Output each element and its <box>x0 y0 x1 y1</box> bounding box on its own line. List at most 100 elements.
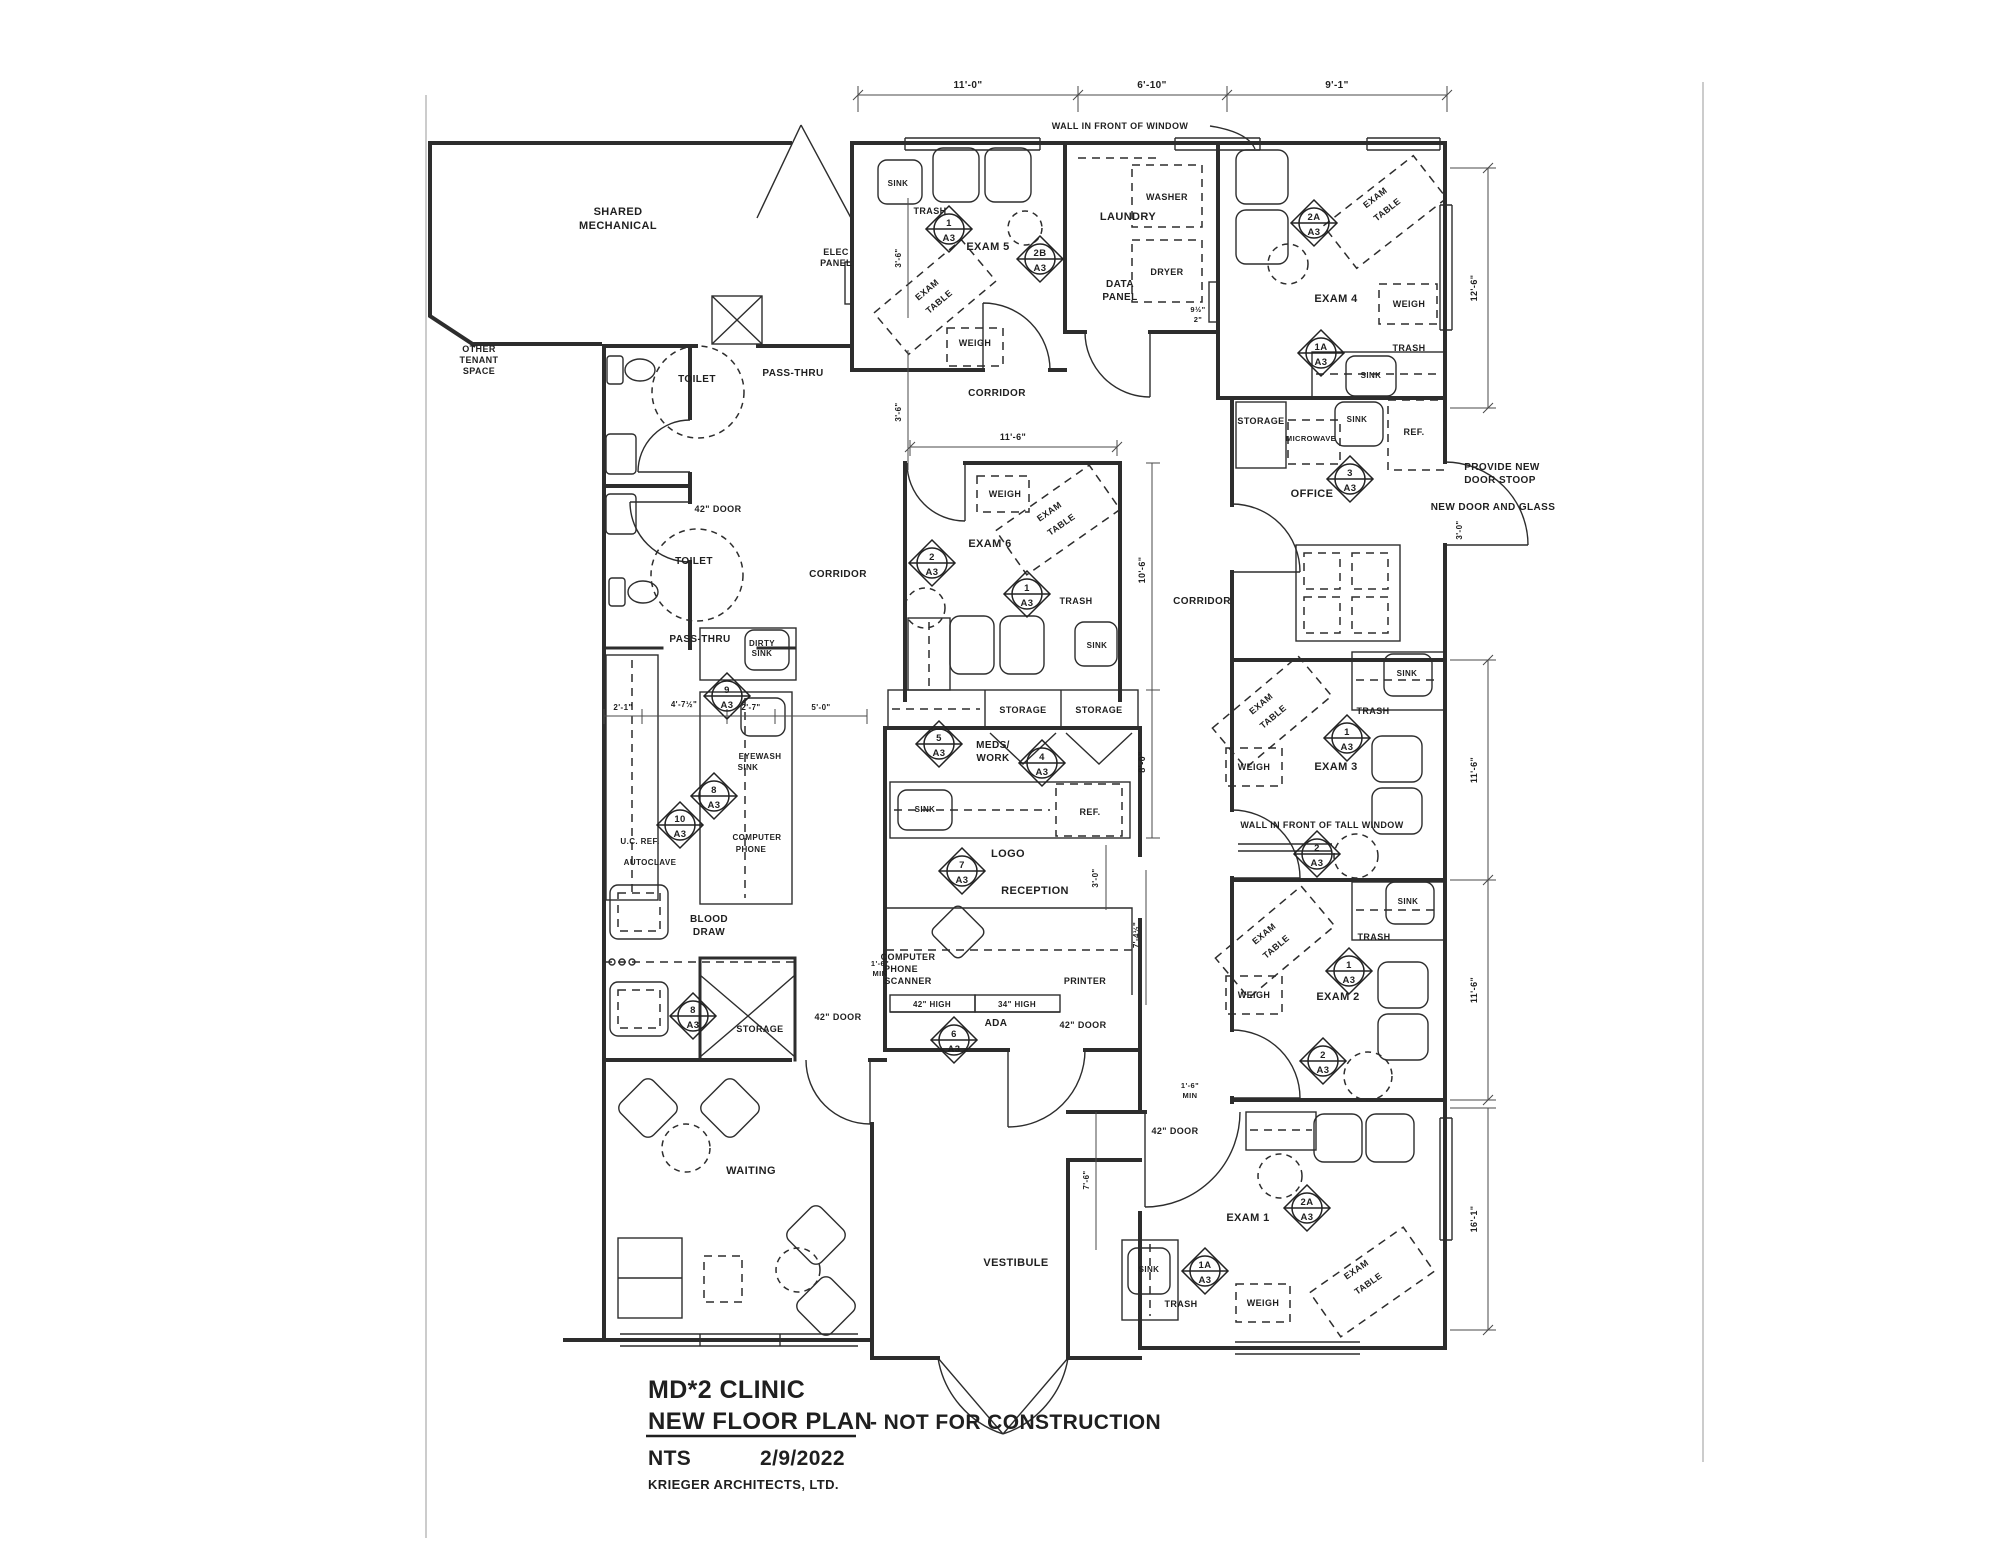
dim-label: 3'-6" <box>894 248 903 267</box>
fixture-label-trash: TRASH <box>914 206 947 216</box>
fixture-label-sink: SINK <box>1361 371 1382 380</box>
dim-label: 9'-1" <box>1325 80 1349 91</box>
dim-label-min-clearance: 1'-6" <box>1181 1081 1199 1090</box>
refrigerator <box>1055 783 1123 837</box>
storage-bifold-doors <box>699 974 796 1058</box>
room-label-office: OFFICE <box>1291 488 1334 500</box>
fixture-label-dryer: DRYER <box>1150 267 1183 277</box>
dim-label: 12'-6" <box>1469 275 1479 302</box>
detail-marker-number: 7 <box>959 860 965 871</box>
fixture-label-ref: REF. <box>1079 807 1100 817</box>
detail-marker-number: 1A <box>1199 1260 1212 1271</box>
detail-marker-number: 1 <box>1346 960 1352 971</box>
detail-marker-sheet: A3 <box>708 800 721 811</box>
room-label-exam-1: EXAM 1 <box>1226 1212 1269 1224</box>
sink <box>1345 355 1397 397</box>
room-label-shared-mechanical: SHARED <box>594 206 643 218</box>
sink <box>877 159 923 205</box>
chair <box>999 615 1045 675</box>
detail-marker-sheet: A3 <box>1301 1212 1314 1223</box>
fixture-label-trash: TRASH <box>1393 343 1426 353</box>
dim-label: 3'-6" <box>894 402 903 421</box>
detail-marker: 2A3 <box>1298 1036 1348 1086</box>
sink <box>1334 401 1384 447</box>
dim-label: 10'-6" <box>1137 557 1147 584</box>
detail-marker-sheet: A3 <box>948 1044 961 1055</box>
chair <box>1377 961 1429 1009</box>
chair <box>932 147 980 203</box>
fixture-label-trash: TRASH <box>1060 596 1093 606</box>
detail-marker: 1A3 <box>1322 713 1372 763</box>
detail-marker-number: 9 <box>724 685 730 696</box>
detail-marker: 5A3 <box>914 719 964 769</box>
blood-draw-chair <box>609 884 669 940</box>
lavatory <box>605 433 637 475</box>
detail-marker-sheet: A3 <box>943 233 956 244</box>
room-label-exam-3: EXAM 3 <box>1314 761 1357 773</box>
room-label-corridor: CORRIDOR <box>809 569 867 580</box>
dim-label: 5'-0" <box>811 703 830 712</box>
weigh-scale <box>1235 1283 1291 1323</box>
dim-label: 2'-7" <box>741 703 760 712</box>
room-label-vestibule: VESTIBULE <box>983 1257 1048 1269</box>
room-label-corridor: CORRIDOR <box>968 388 1026 399</box>
chair <box>1371 735 1423 783</box>
detail-marker-sheet: A3 <box>1315 357 1328 368</box>
detail-marker-number: 1 <box>946 218 952 229</box>
room-label-waiting: WAITING <box>726 1165 776 1177</box>
detail-marker: 7A3 <box>937 846 987 896</box>
scan-border <box>425 82 1704 1538</box>
exam-table <box>1308 1226 1436 1338</box>
fixture-label-computer-phone: PHONE <box>736 845 767 854</box>
room-label-toilet-1: TOILET <box>678 374 716 385</box>
detail-marker-sheet: A3 <box>721 700 734 711</box>
detail-marker-number: 6 <box>951 1029 957 1040</box>
room-label-blood-draw: DRAW <box>693 927 725 938</box>
detail-marker: 2A3 <box>907 538 957 588</box>
note-42in-door: 42" DOOR <box>695 504 742 514</box>
title-drawing: NEW FLOOR PLAN <box>648 1408 872 1435</box>
dim-label-min-clearance: MIN <box>873 969 888 978</box>
dim-label: 11'-6" <box>1469 757 1479 783</box>
detail-marker-number: 8 <box>711 785 717 796</box>
office-table <box>1295 544 1401 642</box>
detail-marker: 1A3 <box>1324 946 1374 996</box>
dim-label: 9½" <box>1190 305 1205 314</box>
lounge-chair <box>618 1078 678 1138</box>
title-project: MD*2 CLINIC <box>648 1376 805 1404</box>
washer <box>1131 164 1203 228</box>
chair <box>1235 209 1289 265</box>
walls-layer <box>428 141 1447 1360</box>
detail-marker-sheet: A3 <box>1311 858 1324 869</box>
note-pass-thru: PASS-THRU <box>762 368 823 379</box>
fixture-label-storage: STORAGE <box>736 1024 783 1034</box>
note-provide-new-door-stoop: DOOR STOOP <box>1464 475 1536 486</box>
detail-marker: 8A3 <box>689 771 739 821</box>
chair <box>1377 1013 1429 1061</box>
fixture-label-data-panel: DATA <box>1106 279 1134 290</box>
detail-marker: 6A3 <box>929 1015 979 1065</box>
room-label-laundry: LAUNDRY <box>1100 211 1156 223</box>
refrigerator <box>1387 399 1445 471</box>
note-42in-high: 42" HIGH <box>913 1000 951 1009</box>
room-label-toilet-2: TOILET <box>675 556 713 567</box>
lounge-chair <box>786 1205 846 1265</box>
windows-layer <box>620 125 1453 1355</box>
dim-label-min-clearance: MIN <box>1183 1091 1198 1100</box>
detail-marker-number: 2A <box>1308 212 1321 223</box>
elec-panel <box>844 261 854 305</box>
weigh-scale <box>1225 747 1283 787</box>
fixture-label-eyewash-sink: SINK <box>738 763 759 772</box>
detail-marker-number: 5 <box>936 733 942 744</box>
detail-marker-sheet: A3 <box>956 875 969 886</box>
detail-marker-sheet: A3 <box>1341 742 1354 753</box>
storage-cabinet <box>1235 401 1287 469</box>
exam-table <box>994 464 1122 576</box>
note-pass-thru: PASS-THRU <box>669 634 730 645</box>
fixture-label-computer-phone-scanner: PHONE <box>884 964 918 974</box>
room-label-shared-mechanical: MECHANICAL <box>579 220 657 232</box>
fixture-label-eyewash-sink: EYEWASH <box>739 752 782 761</box>
lounge-chair <box>796 1276 856 1336</box>
